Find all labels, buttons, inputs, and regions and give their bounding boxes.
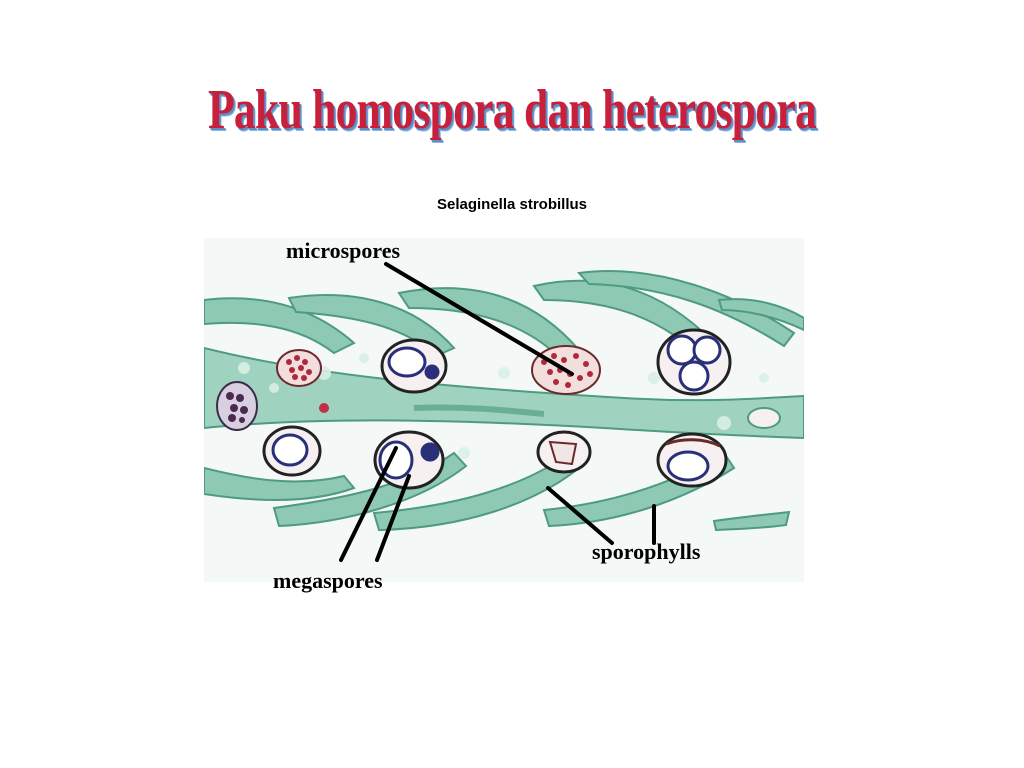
stain-spot — [319, 403, 329, 413]
megaspores-label: megaspores — [273, 568, 383, 593]
sporophyll — [204, 466, 356, 501]
strobilus-micrograph — [204, 238, 804, 582]
megaspore — [692, 335, 722, 365]
sporophyll — [272, 451, 468, 528]
upper-sporophylls — [204, 270, 804, 362]
megaspore — [378, 440, 414, 480]
sporophyll — [204, 297, 356, 355]
pointer-lines — [339, 262, 656, 562]
sporangium-section — [747, 407, 781, 429]
megaspore-nucleus — [424, 364, 440, 380]
megasporangia — [262, 328, 781, 490]
megaspore — [271, 433, 309, 467]
microspores-label: microspores — [286, 238, 401, 263]
megaspores-pointer-2 — [375, 474, 411, 562]
megaspore — [387, 346, 427, 378]
figure-caption: Selaginella strobillus — [436, 196, 588, 213]
slide-title: Paku homospora dan heterospora — [207, 79, 817, 141]
lower-sporophylls — [204, 448, 791, 532]
megaspore — [666, 450, 710, 482]
sporophylls-pointer-1 — [546, 486, 614, 545]
megaspore — [666, 334, 698, 366]
strobilus-axis — [204, 346, 804, 440]
sporophyll — [712, 510, 791, 532]
megaspores-pointer-1 — [339, 446, 398, 562]
collapsed-megaspore — [548, 440, 578, 466]
megaspore — [678, 360, 710, 392]
sporangium-wall — [665, 438, 721, 448]
sporophyll — [542, 451, 736, 528]
sporophyll — [717, 298, 804, 332]
megaspore-nucleus — [420, 442, 440, 462]
sporophyll — [287, 294, 456, 358]
micrograph-drawing — [204, 238, 804, 582]
vascular-strand — [413, 404, 545, 417]
sporophylls-label: sporophylls — [592, 539, 701, 564]
microspores-pointer — [384, 262, 574, 376]
